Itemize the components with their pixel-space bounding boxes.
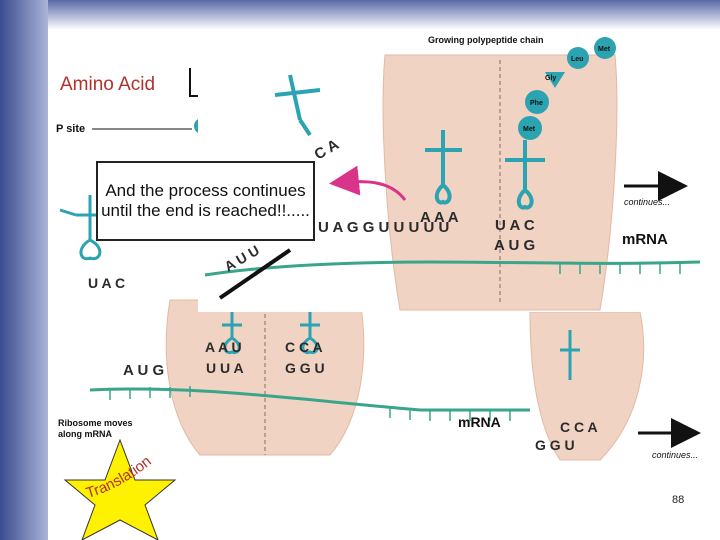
br-continues: continues... <box>652 450 698 460</box>
ribosome-moves-label: Ribosome moves <box>58 418 133 428</box>
process-callout: And the process continues until the end … <box>96 161 315 241</box>
bottom-right-figure-panel <box>322 312 720 492</box>
back-bottom-codon: A U G <box>123 362 164 379</box>
br-ribosome <box>529 311 645 461</box>
top-codon: A U G <box>494 237 535 254</box>
polypeptide-title: Growing polypeptide chain <box>428 35 544 45</box>
back-mrna-strand <box>89 387 530 412</box>
amino-phe: Phe <box>530 100 543 107</box>
top-continues: continues... <box>624 197 670 207</box>
top-mrna-letters: U A G G U U U U U <box>318 219 449 236</box>
left-trna-icon <box>59 195 104 261</box>
left-anticodon: U A C <box>88 275 125 291</box>
middle-mrna-label: mRNA <box>458 414 501 430</box>
callout-text: And the process continues until the end … <box>101 181 310 220</box>
top-trna-icons <box>274 74 545 210</box>
ribosome-moves-label-2: along mRNA <box>58 429 113 439</box>
back-mrna-ticks <box>109 386 511 421</box>
p-site-label: P site <box>56 123 85 135</box>
middle-codon-1: U U A <box>206 360 244 376</box>
amino-acid-bracket <box>189 68 200 97</box>
top-mrna-strand <box>204 260 701 277</box>
top-gradient-bar <box>48 0 720 30</box>
br-trna-icon <box>560 330 580 380</box>
top-mrna-ticks <box>559 263 681 274</box>
top-figure: Growing polypeptide chain Met Leu Gly Ph… <box>204 35 701 311</box>
amino-met-2: Met <box>523 126 536 133</box>
amino-leu: Leu <box>571 56 583 63</box>
middle-anticodon-2: C C A <box>285 339 323 355</box>
back-figure: A A U C C A U U A G G U A U G mRNA P sit… <box>56 68 530 456</box>
amino-met-1: Met <box>598 46 611 53</box>
bottom-right-figure: C C A G G U continues... <box>529 311 701 461</box>
curved-arrow-icon <box>329 165 407 201</box>
top-mrna-label: mRNA <box>622 231 668 248</box>
star-icon <box>63 438 177 540</box>
br-letters-1: C C A <box>560 419 598 435</box>
amino-gly: Gly <box>545 75 556 82</box>
br-letters-2: G G U <box>535 437 575 453</box>
page-number: 88 <box>672 494 685 506</box>
amino-acid-label: Amino Acid <box>60 74 156 95</box>
middle-codon-2: G G U <box>285 360 325 376</box>
exit-bar <box>218 248 292 300</box>
amino-acid-chain <box>518 37 616 140</box>
left-gradient-bar <box>0 0 48 540</box>
middle-anticodon-1: A A U <box>205 339 242 355</box>
top-anticodon-2: A A A <box>420 209 459 226</box>
top-anticodon-3: U A C <box>495 217 535 234</box>
